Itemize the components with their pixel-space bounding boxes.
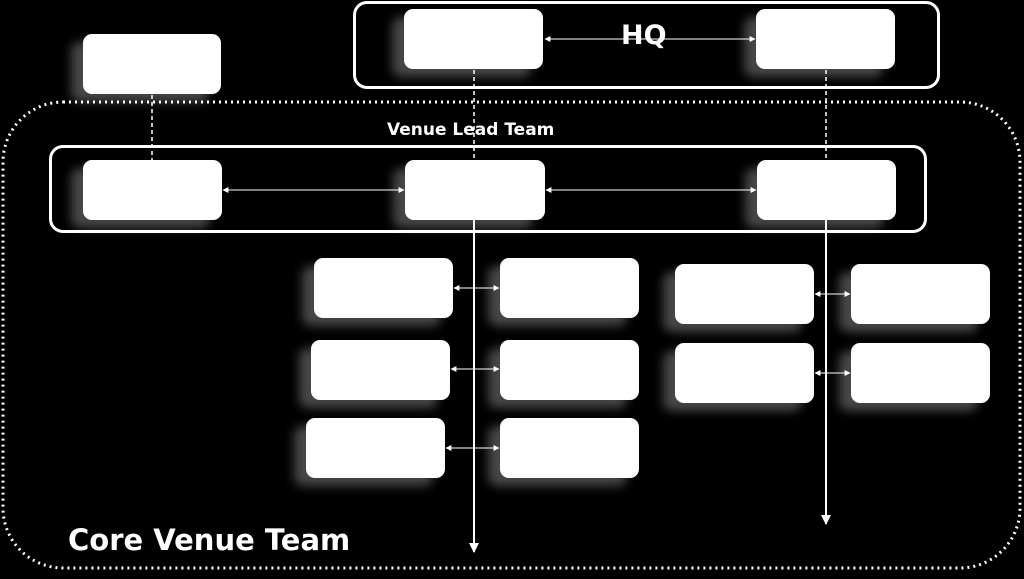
venue-lead-team-label: Venue Lead Team (387, 120, 555, 140)
lead-left-box (83, 160, 222, 220)
right-row-1-left-box (675, 264, 814, 324)
right-row-1-right-box (851, 264, 990, 324)
center-row-3-left-box (306, 418, 445, 478)
hq-frame (353, 1, 940, 89)
lead-center-box (405, 160, 545, 220)
venue-lead-team-frame (49, 145, 927, 233)
core-venue-team-outline (1, 100, 1022, 570)
center-row-1-left-box (314, 258, 453, 318)
center-row-3-right-box (500, 418, 639, 478)
top-left-box (83, 34, 221, 94)
hq-label: HQ (621, 20, 667, 51)
center-row-1-right-box (500, 258, 639, 318)
right-row-2-left-box (675, 343, 814, 403)
core-venue-team-label: Core Venue Team (68, 523, 351, 557)
center-row-2-right-box (500, 340, 639, 400)
right-row-2-right-box (851, 343, 990, 403)
lead-right-box (757, 160, 896, 220)
hq-left-box (404, 9, 543, 69)
center-row-2-left-box (311, 340, 450, 400)
hq-right-box (756, 9, 895, 69)
